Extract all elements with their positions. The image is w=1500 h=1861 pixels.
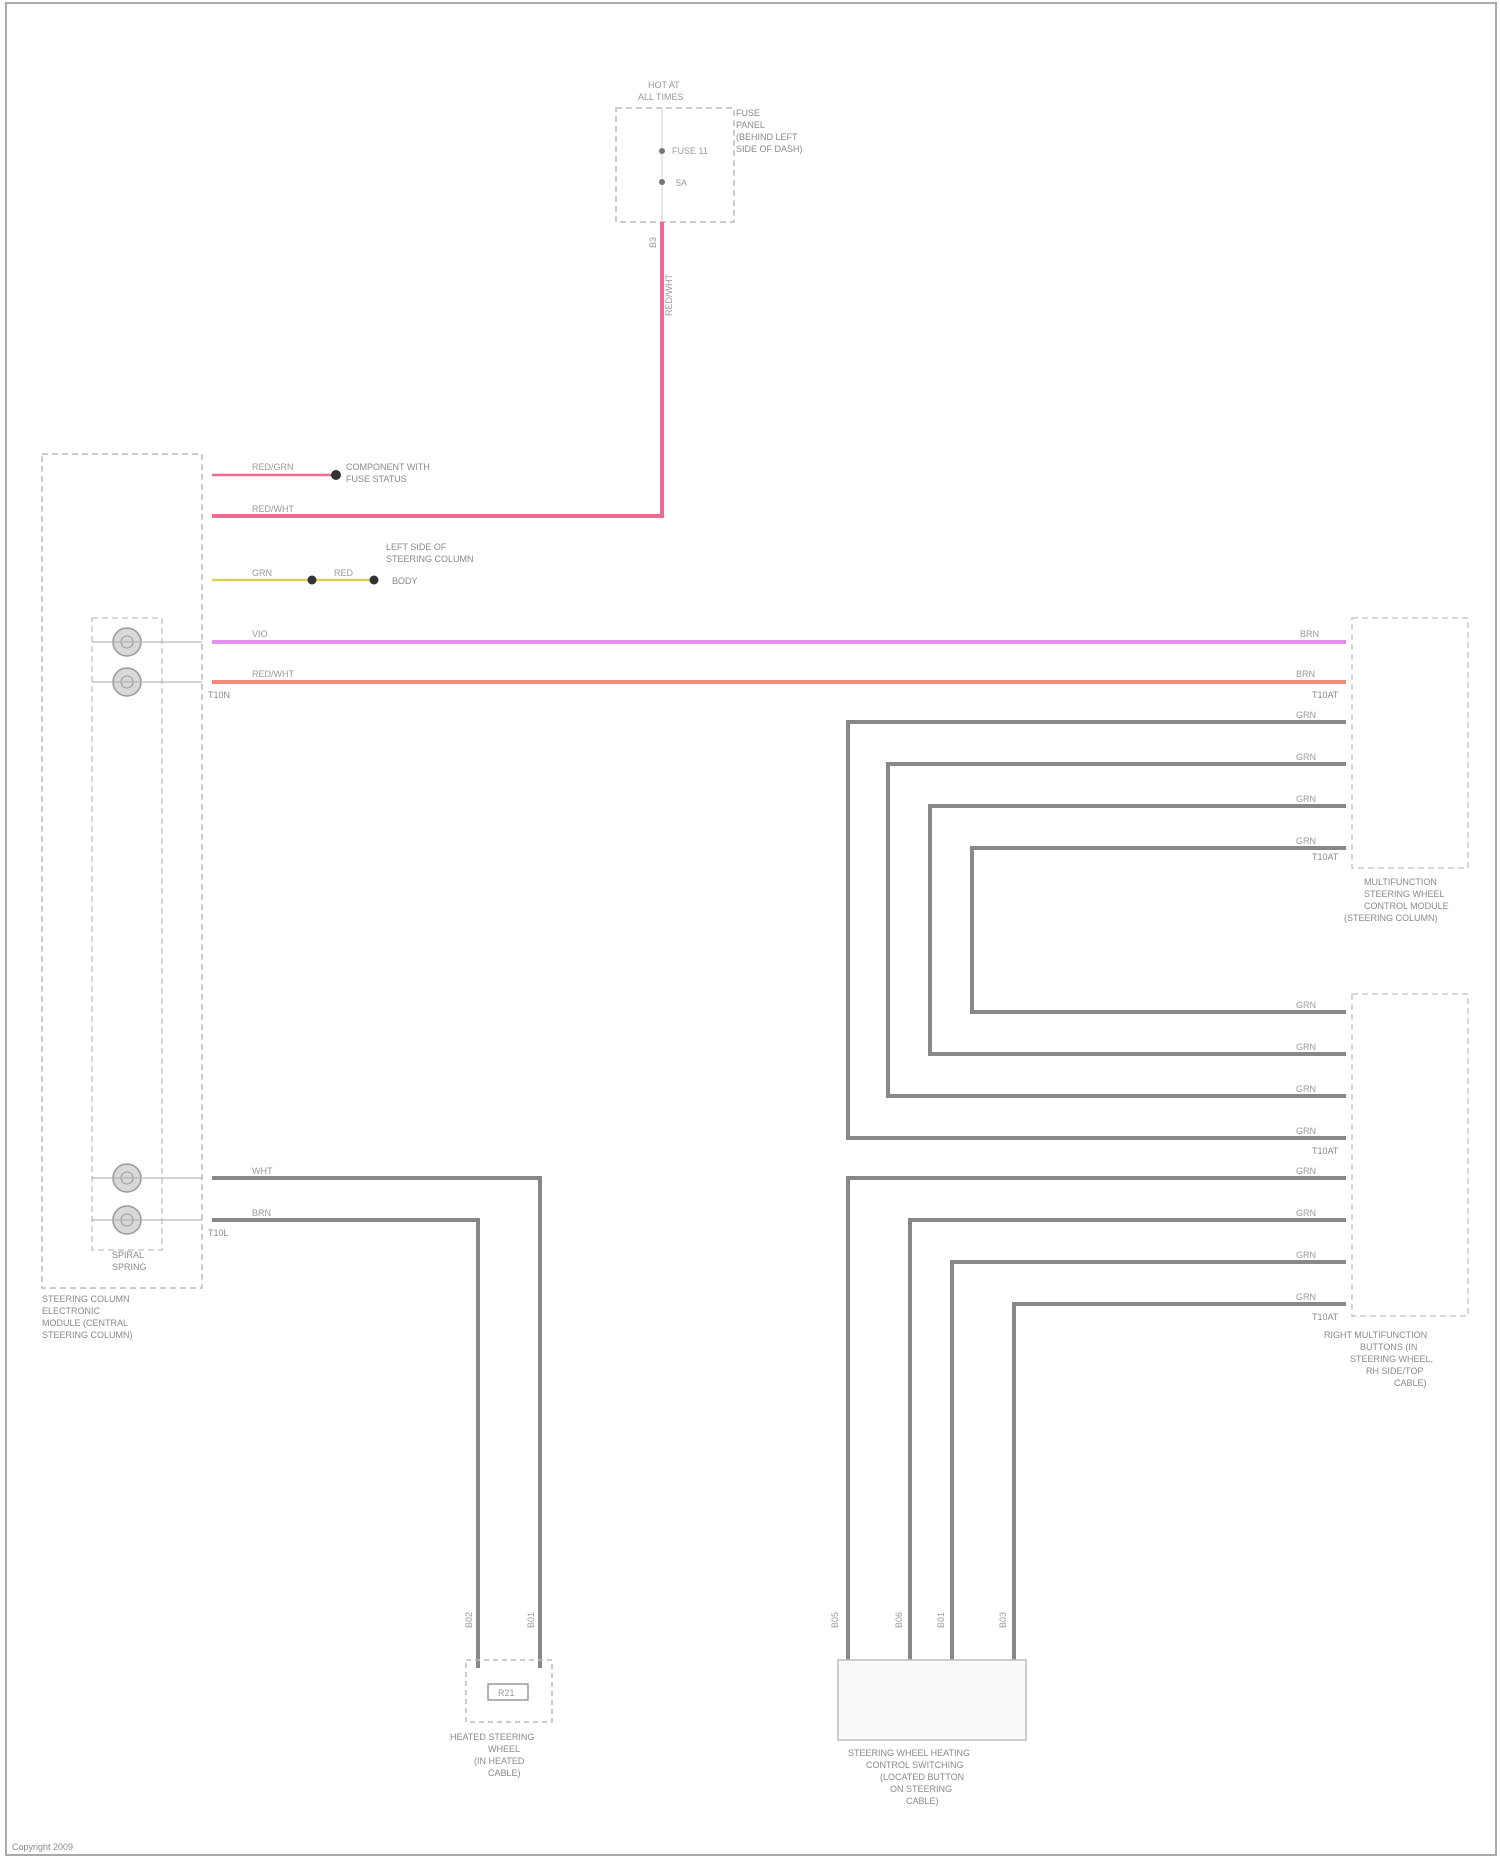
rs-wire-color-7: GRN <box>1296 1250 1316 1260</box>
control-label-2: CONTROL SWITCHING <box>866 1760 964 1770</box>
bottom-wire-2 <box>910 1220 1346 1660</box>
fuse-rating: 5A <box>676 178 687 188</box>
rs-wire-color-1: GRN <box>1296 1000 1316 1010</box>
fuse-terminal-bottom <box>659 179 665 185</box>
ground-label-1: COMPONENT WITH <box>346 462 430 472</box>
mf-wire-color-2: BRN <box>1296 669 1315 679</box>
signal-label-3: BODY <box>392 576 418 586</box>
mf-wire-color-6: GRN <box>1296 836 1316 846</box>
wire-heated-1 <box>212 1178 540 1668</box>
multifunction-label-4: (STEERING COLUMN) <box>1344 913 1438 923</box>
multifunction-label-1: MULTIFUNCTION <box>1364 877 1437 887</box>
footer-copyright: Copyright 2009 <box>12 1842 73 1852</box>
fuse-box-side-label-4: SIDE OF DASH) <box>736 144 803 154</box>
page-border <box>6 3 1496 1855</box>
mf-wire-color-3: GRN <box>1296 710 1316 720</box>
spiral-spring-label-2: SPRING <box>112 1262 147 1272</box>
right-switch-label-1: RIGHT MULTIFUNCTION <box>1324 1330 1427 1340</box>
mf-wire-color-1: BRN <box>1300 629 1319 639</box>
wire-color-redgrn: RED/GRN <box>252 462 294 472</box>
rs-wire-color-4: GRN <box>1296 1126 1316 1136</box>
loop-wire-1 <box>848 722 1346 1138</box>
loop-wire-3 <box>930 806 1346 1054</box>
right-switch-connector-bottom: T10AT <box>1312 1312 1339 1322</box>
control-pin-2: B06 <box>894 1612 904 1628</box>
fuse-pin: B3 <box>648 237 658 248</box>
wire-color-red: RED <box>334 568 354 578</box>
control-label-4: ON STEERING <box>890 1784 952 1794</box>
heated-label-2: WHEEL <box>488 1744 520 1754</box>
right-switch-label-3: STEERING WHEEL, <box>1350 1354 1433 1364</box>
splice-signal-1 <box>308 576 317 585</box>
loop-wire-2 <box>888 764 1346 1096</box>
heated-pin-2: B01 <box>526 1612 536 1628</box>
steering-module-label-4: STEERING COLUMN) <box>42 1330 133 1340</box>
fuse-name: FUSE 11 <box>672 146 708 156</box>
wire-color-wht: WHT <box>252 1166 273 1176</box>
heating-control-switch: B05 B06 B01 B03 STEERING WHEEL HEATING C… <box>830 1612 1026 1806</box>
rs-wire-color-3: GRN <box>1296 1084 1316 1094</box>
heated-label-1: HEATED STEERING <box>450 1732 534 1742</box>
wire-color-vio: VIO <box>252 629 268 639</box>
control-pin-4: B03 <box>998 1612 1008 1628</box>
right-switch-label-4: RH SIDE/TOP <box>1366 1366 1423 1376</box>
spiral-spring-label-1: SPIRAL <box>112 1250 144 1260</box>
wire-heated-2 <box>212 1220 478 1668</box>
bottom-wire-3 <box>952 1262 1346 1660</box>
multifunction-module: MULTIFUNCTION STEERING WHEEL CONTROL MOD… <box>1312 618 1468 923</box>
control-pin-1: B05 <box>830 1612 840 1628</box>
fuse-box-side-label-1: FUSE <box>736 108 760 118</box>
control-label-5: CABLE) <box>906 1796 939 1806</box>
heated-pin-1: B02 <box>464 1612 474 1628</box>
heated-label-4: CABLE) <box>488 1768 521 1778</box>
control-pin-3: B01 <box>936 1612 946 1628</box>
wire-color-brn: BRN <box>252 1208 271 1218</box>
fuse-box-side-label-3: (BEHIND LEFT <box>736 132 798 142</box>
control-label-1: STEERING WHEEL HEATING <box>848 1748 970 1758</box>
steering-module-label-2: ELECTRONIC <box>42 1306 101 1316</box>
heated-label-3: (IN HEATED <box>474 1756 525 1766</box>
steering-module-label-3: MODULE (CENTRAL <box>42 1318 128 1328</box>
splice-fuse-status <box>331 470 341 480</box>
right-switch-label-5: CABLE) <box>1394 1378 1427 1388</box>
rs-wire-color-2: GRN <box>1296 1042 1316 1052</box>
control-label-3: (LOCATED BUTTON <box>880 1772 964 1782</box>
rs-wire-color-6: GRN <box>1296 1208 1316 1218</box>
multifunction-connector: T10AT <box>1312 690 1339 700</box>
fuse-box-top-label-2: ALL TIMES <box>638 92 684 102</box>
spiral-spring-box <box>92 618 162 1250</box>
bottom-wire-1 <box>848 1178 1346 1660</box>
signal-label-1: LEFT SIDE OF <box>386 542 447 552</box>
mf-wire-color-4: GRN <box>1296 752 1316 762</box>
fuse-box-side-label-2: PANEL <box>736 120 765 130</box>
connector-label-t10n: T10N <box>208 690 230 700</box>
fuse-box-top-label-1: HOT AT <box>648 80 680 90</box>
wire-color-redwht: RED/WHT <box>252 504 294 514</box>
signal-label-2: STEERING COLUMN <box>386 554 474 564</box>
heated-steering-wheel: R21 B02 B01 HEATED STEERING WHEEL (IN HE… <box>450 1612 552 1778</box>
multifunction-label-3: CONTROL MODULE <box>1364 901 1449 911</box>
mf-wire-color-5: GRN <box>1296 794 1316 804</box>
bottom-wire-4 <box>1014 1304 1346 1660</box>
wire-fuse-color-label: RED/WHT <box>664 274 674 316</box>
multifunction-connector-bottom: T10AT <box>1312 852 1339 862</box>
right-switch-label-2: BUTTONS (IN <box>1360 1342 1417 1352</box>
connector-label-t10l: T10L <box>208 1228 229 1238</box>
splice-signal-2 <box>370 576 379 585</box>
fuse-terminal-top <box>659 148 665 154</box>
steering-module-label-1: STEERING COLUMN <box>42 1294 130 1304</box>
ground-label-2: FUSE STATUS <box>346 474 407 484</box>
wire-color-grn: GRN <box>252 568 272 578</box>
heater-element-label: R21 <box>498 1688 515 1698</box>
steering-column-module: SPIRAL SPRING STEERING COLUMN ELECTRONIC… <box>42 454 202 1340</box>
rs-wire-color-8: GRN <box>1296 1292 1316 1302</box>
multifunction-label-2: STEERING WHEEL <box>1364 889 1445 899</box>
loop-wire-4 <box>972 848 1346 1012</box>
wire-color-redwht-2: RED/WHT <box>252 669 294 679</box>
rs-wire-color-5: GRN <box>1296 1166 1316 1176</box>
right-switch-connector-top: T10AT <box>1312 1146 1339 1156</box>
fuse-box: HOT AT ALL TIMES FUSE PANEL (BEHIND LEFT… <box>616 80 803 248</box>
